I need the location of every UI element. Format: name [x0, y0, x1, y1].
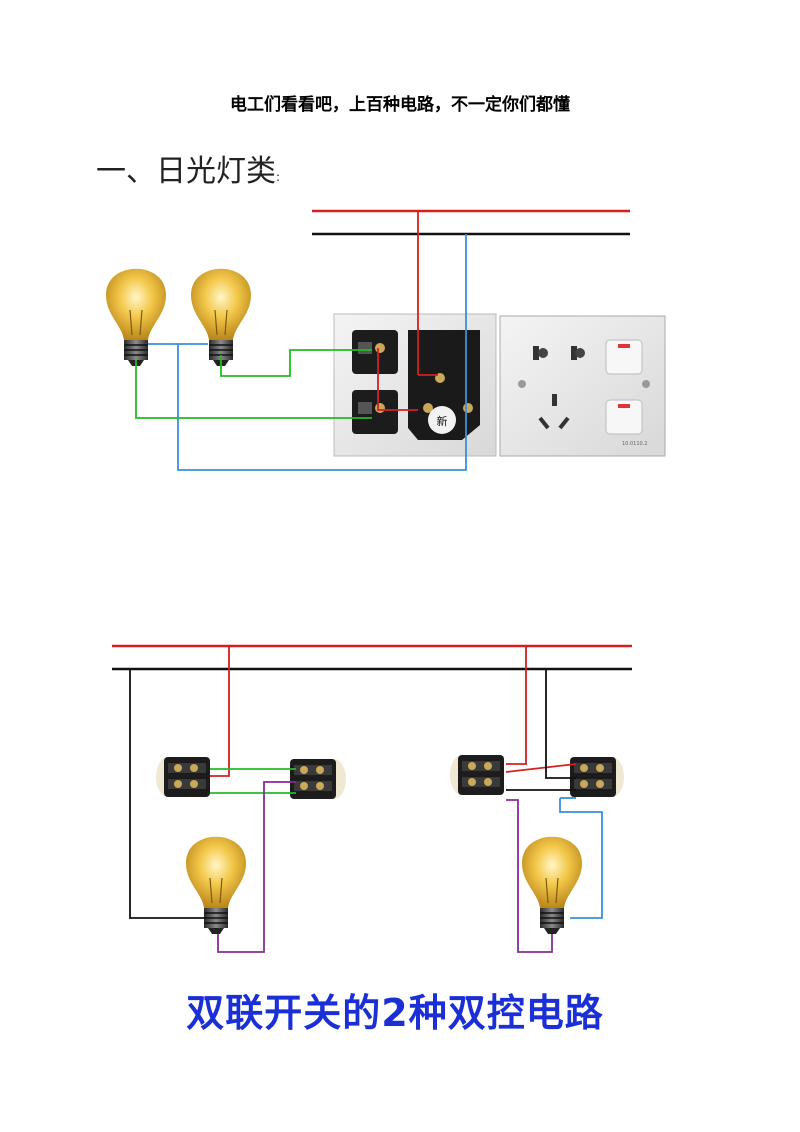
section-heading-text: 一、日光灯类 [96, 154, 276, 189]
screw-icon [642, 380, 650, 388]
section-heading: 一、日光灯类: [96, 146, 280, 190]
bulb-4 [521, 836, 583, 935]
diagram-caption: 双联开关的2种双控电路 [186, 991, 604, 1035]
wires-diagram-1 [135, 211, 467, 471]
diagram-1: 新 [105, 209, 666, 471]
switch-left-a [156, 757, 210, 797]
switch-left-b [290, 759, 346, 799]
section-heading-colon: : [276, 170, 281, 184]
three-pin-socket-icon [538, 394, 570, 430]
circuit-right [450, 646, 624, 953]
socket-model: 10.0110.2 [622, 441, 647, 447]
switch-plate: 新 [333, 313, 497, 457]
socket-plate: 10.0110.2 [499, 315, 666, 457]
ballast-starter: 新 [408, 330, 480, 440]
switch-right-b [570, 757, 624, 797]
socket-switch-top [605, 339, 643, 375]
switch-right-a [450, 755, 504, 795]
switch-top [352, 330, 398, 374]
bulb-1 [105, 268, 167, 367]
two-pin-socket-icon [533, 346, 585, 360]
diagram-2 [112, 644, 632, 953]
screw-icon [518, 380, 526, 388]
switch-bottom [352, 390, 398, 434]
circuit-left [129, 646, 346, 953]
starter-badge: 新 [437, 414, 448, 428]
bulb-2 [190, 268, 252, 367]
socket-switch-bottom [605, 399, 643, 435]
page-title: 电工们看看吧，上百种电路，不一定你们都懂 [230, 95, 570, 115]
bulb-3 [185, 836, 247, 935]
